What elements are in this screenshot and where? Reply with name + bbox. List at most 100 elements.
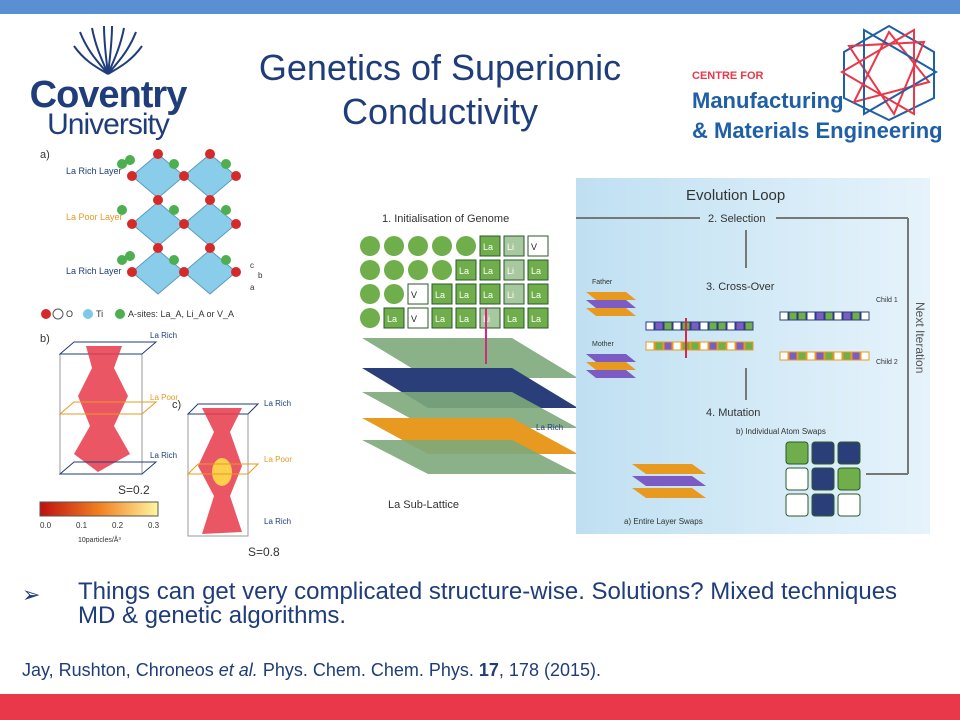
colorbar-tick-label: 0.2 [112, 521, 124, 530]
atom-swap-cell [837, 467, 861, 491]
genome-sphere [360, 236, 380, 256]
genome-cell [407, 307, 429, 329]
child2-label: Child 2 [876, 359, 898, 366]
gene-cell [654, 341, 664, 351]
genome-cell [527, 235, 549, 257]
genome-cell-label: Li [507, 290, 514, 300]
gene-cell [672, 321, 682, 331]
child1-label: Child 1 [876, 297, 898, 304]
citation: Jay, Rushton, Chroneos et al. Phys. Chem… [22, 660, 601, 681]
gene-cell [690, 341, 700, 351]
citation-volume: 17 [478, 660, 499, 680]
gene-cell [842, 351, 852, 361]
genome-cell [455, 283, 477, 305]
next-iteration-label: Next Iteration [913, 302, 927, 373]
legend-asite-label: A-sites: La_A, Li_A or V_A [128, 309, 234, 319]
gene-cell [708, 321, 718, 331]
atom-swap-cell [785, 493, 809, 517]
gene-cell [726, 341, 736, 351]
gene-cell [860, 351, 870, 361]
swap-a-label: a) Entire Layer Swaps [624, 517, 703, 526]
la-rich-c-top: La Rich [264, 399, 291, 408]
step4-label: 4. Mutation [706, 407, 760, 419]
gene-cell [860, 311, 870, 321]
panel-a-label: a) [40, 149, 50, 161]
coventry-logo-line2: University [47, 108, 170, 141]
father-label: Father [592, 279, 613, 286]
gene-cell [788, 351, 798, 361]
genome-sphere [360, 284, 380, 304]
gene-cell [726, 321, 736, 331]
gene-cell [806, 351, 816, 361]
evolution-loop-figure: Evolution Loop 2. Selection Next Iterati… [562, 178, 930, 534]
atom-swap-cell [811, 467, 835, 491]
genome-cell [503, 283, 525, 305]
slide-title-line1: Genetics of Superionic [258, 47, 622, 88]
axis-c-label: c [250, 261, 254, 270]
evolution-loop-illustration: Evolution Loop 2. Selection Next Iterati… [562, 178, 930, 534]
genome-cell [479, 235, 501, 257]
genome-cell-label: La [459, 314, 469, 324]
atom-swap-cell [811, 493, 835, 517]
swap-b-label: b) Individual Atom Swaps [736, 427, 826, 436]
s-value-b: S=0.2 [118, 483, 150, 497]
evolution-loop-title: Evolution Loop [686, 187, 785, 204]
gene-cell [645, 321, 655, 331]
asite-legend-marker [115, 309, 125, 319]
layer-swap-stack [632, 464, 706, 498]
cme-logo-line1: CENTRE FOR [692, 70, 764, 82]
genome-sphere [408, 260, 428, 280]
genome-cell-label: La [507, 314, 517, 324]
la-rich-b-top: La Rich [150, 331, 177, 340]
gene-cell [645, 341, 655, 351]
gene-cell [699, 321, 709, 331]
genome-cell [527, 283, 549, 305]
gene-cell [851, 351, 861, 361]
gene-cell [815, 311, 825, 321]
axis-b-label: b [258, 271, 263, 280]
atom-swap-grid [785, 441, 861, 517]
atom-swap-cell [785, 441, 809, 465]
gene-cell [672, 341, 682, 351]
gene-cell [744, 341, 754, 351]
genome-cell [527, 259, 549, 281]
vacancy-legend-marker [52, 308, 64, 320]
genome-cell-label: V [411, 290, 417, 300]
gene-cell [779, 351, 789, 361]
genome-cell [383, 307, 405, 329]
legend-titanium-label: Ti [96, 309, 103, 319]
genome-cell [407, 283, 429, 305]
genome-cell [479, 283, 501, 305]
genome-cell-label: La [435, 290, 445, 300]
gene-cell [779, 311, 789, 321]
cme-logo: CENTRE FOR Manufacturing & Materials Eng… [692, 22, 944, 148]
gene-cell [833, 311, 843, 321]
genome-sphere [384, 260, 404, 280]
colorbar-tick-label: 0.3 [148, 521, 160, 530]
genome-grid: LaLiVLaLaLiLaVLaLaLaLiLaLaVLaLaLiLaLa [360, 235, 549, 329]
gene-cell [735, 341, 745, 351]
genome-sphere [384, 284, 404, 304]
la-poor-mid-label: La Poor [536, 445, 564, 454]
coventry-university-logo: Coventry University [18, 22, 198, 141]
gene-cell [654, 321, 664, 331]
atom-swap-cell [785, 467, 809, 491]
evolution-loop-background [576, 178, 930, 534]
genome-cell-label: V [411, 314, 417, 324]
step1-label: 1. Initialisation of Genome [382, 213, 509, 225]
gene-cell [735, 321, 745, 331]
star-polygon-emblem-icon [840, 24, 938, 122]
genome-cell-label: La [483, 242, 493, 252]
axis-a-label: a [250, 283, 255, 292]
slide-title: Genetics of Superionic Conductivity [210, 46, 670, 134]
citation-pages: , 178 (2015). [498, 660, 601, 680]
panel-b-label: b) [40, 333, 50, 345]
gene-cell [699, 341, 709, 351]
la-rich-layer-label-top: La Rich Layer [66, 166, 122, 176]
genome-sphere [384, 236, 404, 256]
father-layers [586, 292, 636, 316]
genome-sphere [408, 236, 428, 256]
genome-cell-label: La [531, 266, 541, 276]
gene-cell [842, 311, 852, 321]
